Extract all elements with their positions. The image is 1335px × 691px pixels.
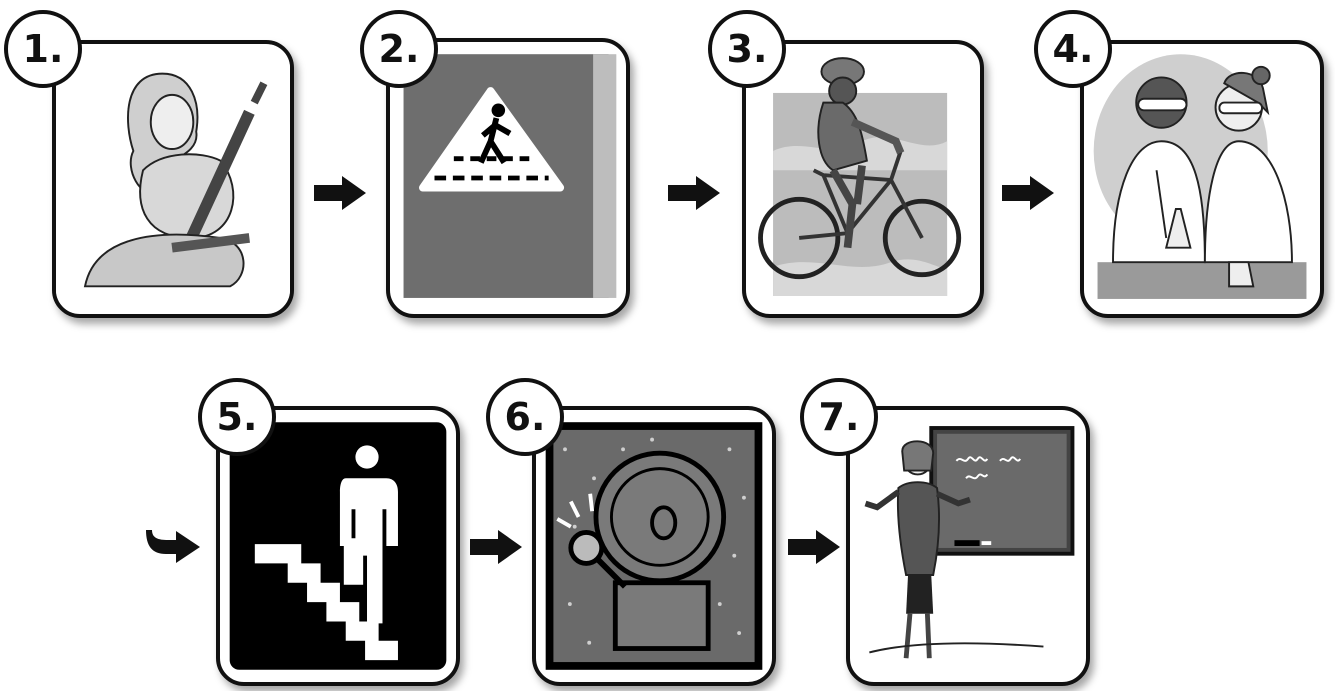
- curved-arrow-right-icon: [146, 530, 200, 564]
- teacher-chalkboard-icon: [850, 410, 1086, 682]
- step-number-7: 7.: [800, 378, 878, 456]
- step-card-1: [52, 40, 294, 318]
- lab-scientists-icon: [1084, 44, 1320, 314]
- step-number-4: 4.: [1034, 10, 1112, 88]
- bicycle-rider-icon: [746, 44, 980, 314]
- step-card-3: [742, 40, 984, 318]
- step-number-5: 5.: [198, 378, 276, 456]
- step-number-2: 2.: [360, 10, 438, 88]
- step-number-1: 1.: [4, 10, 82, 88]
- step-card-4: [1080, 40, 1324, 318]
- arrow-right-icon: [668, 176, 720, 210]
- seatbelt-passenger-icon: [56, 44, 290, 314]
- arrow-right-icon: [1002, 176, 1054, 210]
- step-number-3: 3.: [708, 10, 786, 88]
- step-number-6: 6.: [486, 378, 564, 456]
- step-card-6: [532, 406, 776, 686]
- school-bell-icon: [536, 410, 772, 682]
- arrow-right-icon: [314, 176, 366, 210]
- arrow-right-icon: [470, 530, 522, 564]
- pedestrian-crossing-sign-icon: [390, 42, 626, 314]
- step-card-7: [846, 406, 1090, 686]
- arrow-right-icon: [788, 530, 840, 564]
